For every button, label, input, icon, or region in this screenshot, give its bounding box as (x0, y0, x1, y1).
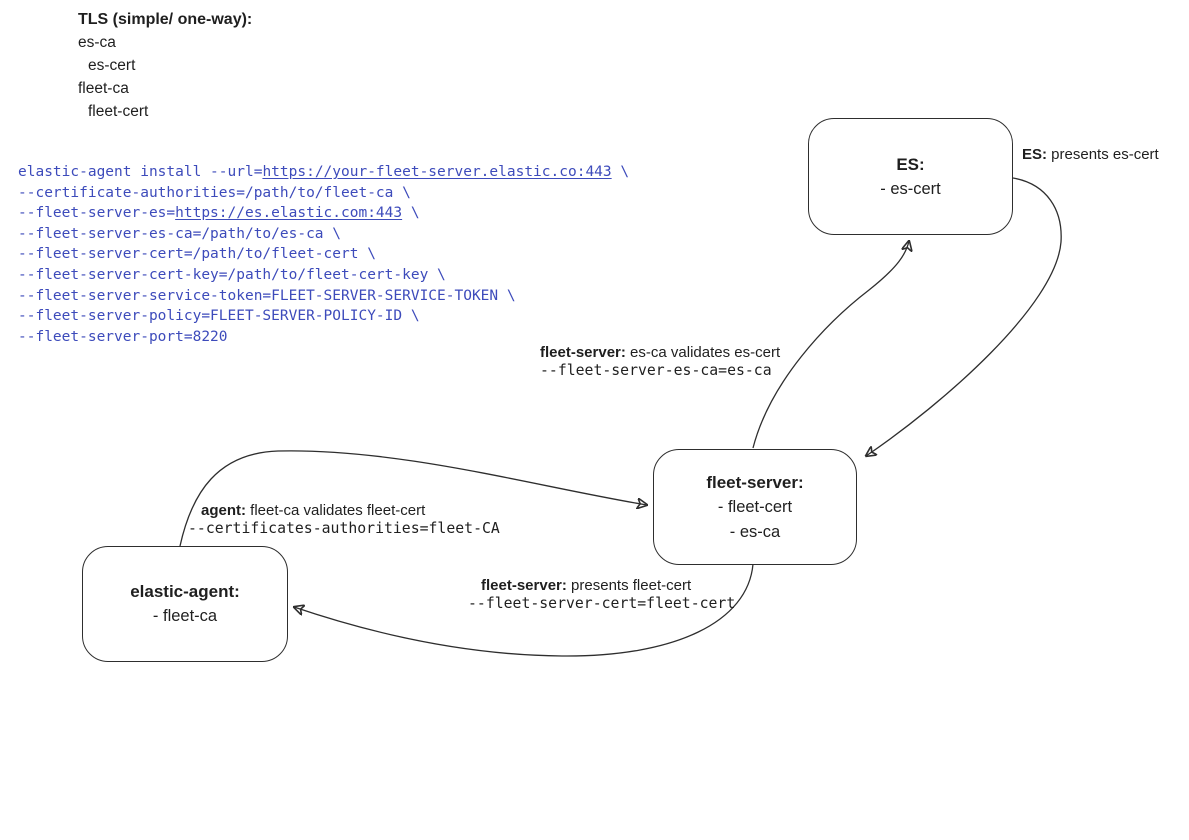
edge-label-text: agent: fleet-ca validates fleet-cert (201, 502, 426, 519)
node-item: - fleet-cert (717, 497, 793, 516)
command-text: --fleet-server-es-ca=/path/to/es-ca \ (18, 225, 342, 242)
edge-agent-to-fleetserver (179, 450, 647, 547)
command-line: --certificate-authorities=/path/to/fleet… (18, 183, 629, 204)
edge-label-agent-validates-fleetcert: agent: fleet-ca validates fleet-cert --c… (188, 502, 500, 537)
edge-fleetserver-to-agent (294, 563, 754, 657)
command-text: --fleet-server-cert-key=/path/to/fleet-c… (18, 266, 446, 283)
edge-label-text: fleet-server: es-ca validates es-cert (540, 344, 781, 361)
tls-list-items: es-ca es-cert fleet-ca fleet-cert (78, 31, 252, 123)
tls-cert-list: TLS (simple/ one-way): es-ca es-cert fleet… (78, 8, 252, 123)
edge-label-flag: --fleet-server-es-ca=es-ca (540, 361, 772, 379)
command-text: --fleet-server-port=8220 (18, 328, 228, 345)
command-text: \ (611, 164, 630, 180)
command-text: --certificate-authorities=/path/to/fleet… (18, 184, 411, 201)
node-item: - es-cert (880, 179, 941, 198)
tls-list-item: es-ca (78, 34, 116, 51)
edge-fleetserver-to-es (752, 241, 909, 449)
command-text: elastic-agent install --url= (18, 164, 263, 180)
node-title: fleet-server: (706, 472, 804, 492)
node-title: ES: (896, 154, 925, 174)
edge-label-text: fleet-server: presents fleet-cert (481, 577, 692, 594)
edge-label-text: ES: presents es-cert (1022, 146, 1159, 163)
edge-label-fleetserver-validates-escert: fleet-server: es-ca validates es-cert --… (540, 344, 780, 379)
edge-label-flag: --fleet-server-cert=fleet-cert (468, 594, 736, 612)
command-text: \ (402, 205, 420, 222)
command-line: --fleet-server-service-token=FLEET-SERVE… (18, 286, 629, 307)
command-line: --fleet-server-cert-key=/path/to/fleet-c… (18, 265, 629, 286)
command-line: --fleet-server-es=https://es.elastic.com… (18, 203, 629, 224)
node-item: - es-ca (729, 522, 781, 541)
node-fleet-server: fleet-server: - fleet-cert - es-ca (653, 449, 857, 565)
edge-es-to-fleetserver (866, 177, 1062, 456)
command-line: --fleet-server-policy=FLEET-SERVER-POLIC… (18, 306, 629, 327)
tls-list-item: fleet-cert (88, 103, 149, 120)
command-line: --fleet-server-cert=/path/to/fleet-cert … (18, 244, 629, 265)
command-line: --fleet-server-port=8220 (18, 327, 629, 348)
tls-list-title: TLS (simple/ one-way): (78, 11, 253, 28)
command-line: elastic-agent install --url=https://your… (18, 162, 629, 183)
command-text: --fleet-server-cert=/path/to/fleet-cert … (18, 246, 376, 263)
node-elastic-agent: elastic-agent: - fleet-ca (82, 546, 288, 662)
edge-label-es-presents: ES: presents es-cert (1022, 146, 1159, 164)
node-item: - fleet-ca (152, 607, 218, 625)
command-url-link[interactable]: https://es.elastic.com:443 (175, 205, 403, 222)
edge-label-flag: --certificates-authorities=fleet-CA (188, 519, 500, 537)
edge-label-fleetserver-presents-fleetcert: fleet-server: presents fleet-cert --flee… (468, 577, 735, 612)
command-line: --fleet-server-es-ca=/path/to/es-ca \ (18, 224, 629, 245)
node-title: elastic-agent: (130, 582, 240, 601)
command-text: --fleet-server-service-token=FLEET-SERVE… (18, 287, 516, 304)
command-block: elastic-agent install --url=https://your… (18, 162, 629, 347)
tls-list-item: es-cert (88, 57, 136, 74)
command-url-link[interactable]: https://your-fleet-server.elastic.co:443 (262, 164, 612, 180)
command-text: --fleet-server-es= (18, 205, 176, 222)
command-text: --fleet-server-policy=FLEET-SERVER-POLIC… (18, 308, 420, 325)
node-es: ES: - es-cert (808, 118, 1013, 235)
tls-list-item: fleet-ca (78, 80, 129, 97)
